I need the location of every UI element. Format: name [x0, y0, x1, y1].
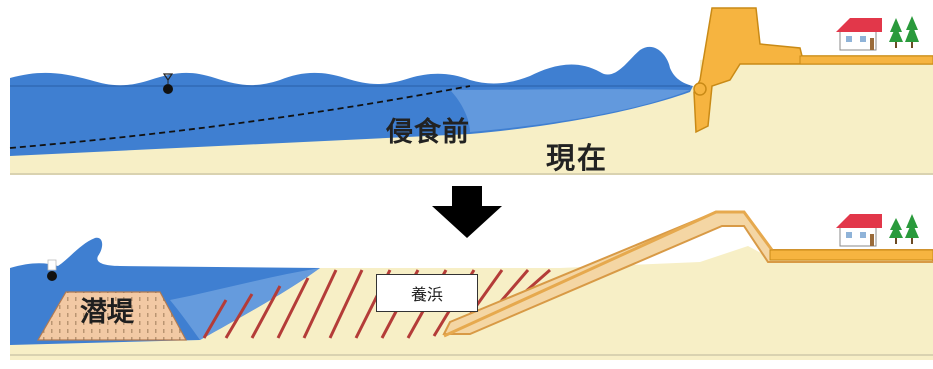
- top-land: [700, 55, 933, 175]
- label-submerged-breakwater: 潜堤: [80, 297, 134, 328]
- top-land-strip: [799, 55, 933, 65]
- pre-erosion-profile-line: [9, 85, 471, 149]
- house-icon: [836, 214, 882, 247]
- tree-icon: [905, 214, 919, 244]
- label-beach-nourishment: 養浜: [376, 274, 478, 312]
- sloped-revetment: [442, 211, 933, 335]
- house-icon: [836, 18, 882, 51]
- label-present: 現在: [546, 141, 609, 175]
- down-arrow-icon: [432, 186, 502, 238]
- top-shallow-water: [450, 89, 690, 132]
- tree-icon: [905, 16, 919, 48]
- tree-icon: [889, 218, 903, 244]
- bottom-panel: [10, 210, 933, 360]
- tree-icon: [889, 18, 903, 48]
- water-level-marker-icon: [47, 259, 57, 281]
- seawall: [693, 7, 933, 134]
- submerged-breakwater-texture: [38, 292, 186, 340]
- water-level-marker-icon: [162, 73, 174, 94]
- bottom-land-strip: [769, 249, 933, 261]
- top-sea: [10, 46, 693, 156]
- revetment-top-edge: [443, 210, 774, 338]
- label-before-erosion: 侵食前: [386, 117, 470, 148]
- seawall-toe: [693, 82, 707, 96]
- top-panel: [9, 7, 933, 175]
